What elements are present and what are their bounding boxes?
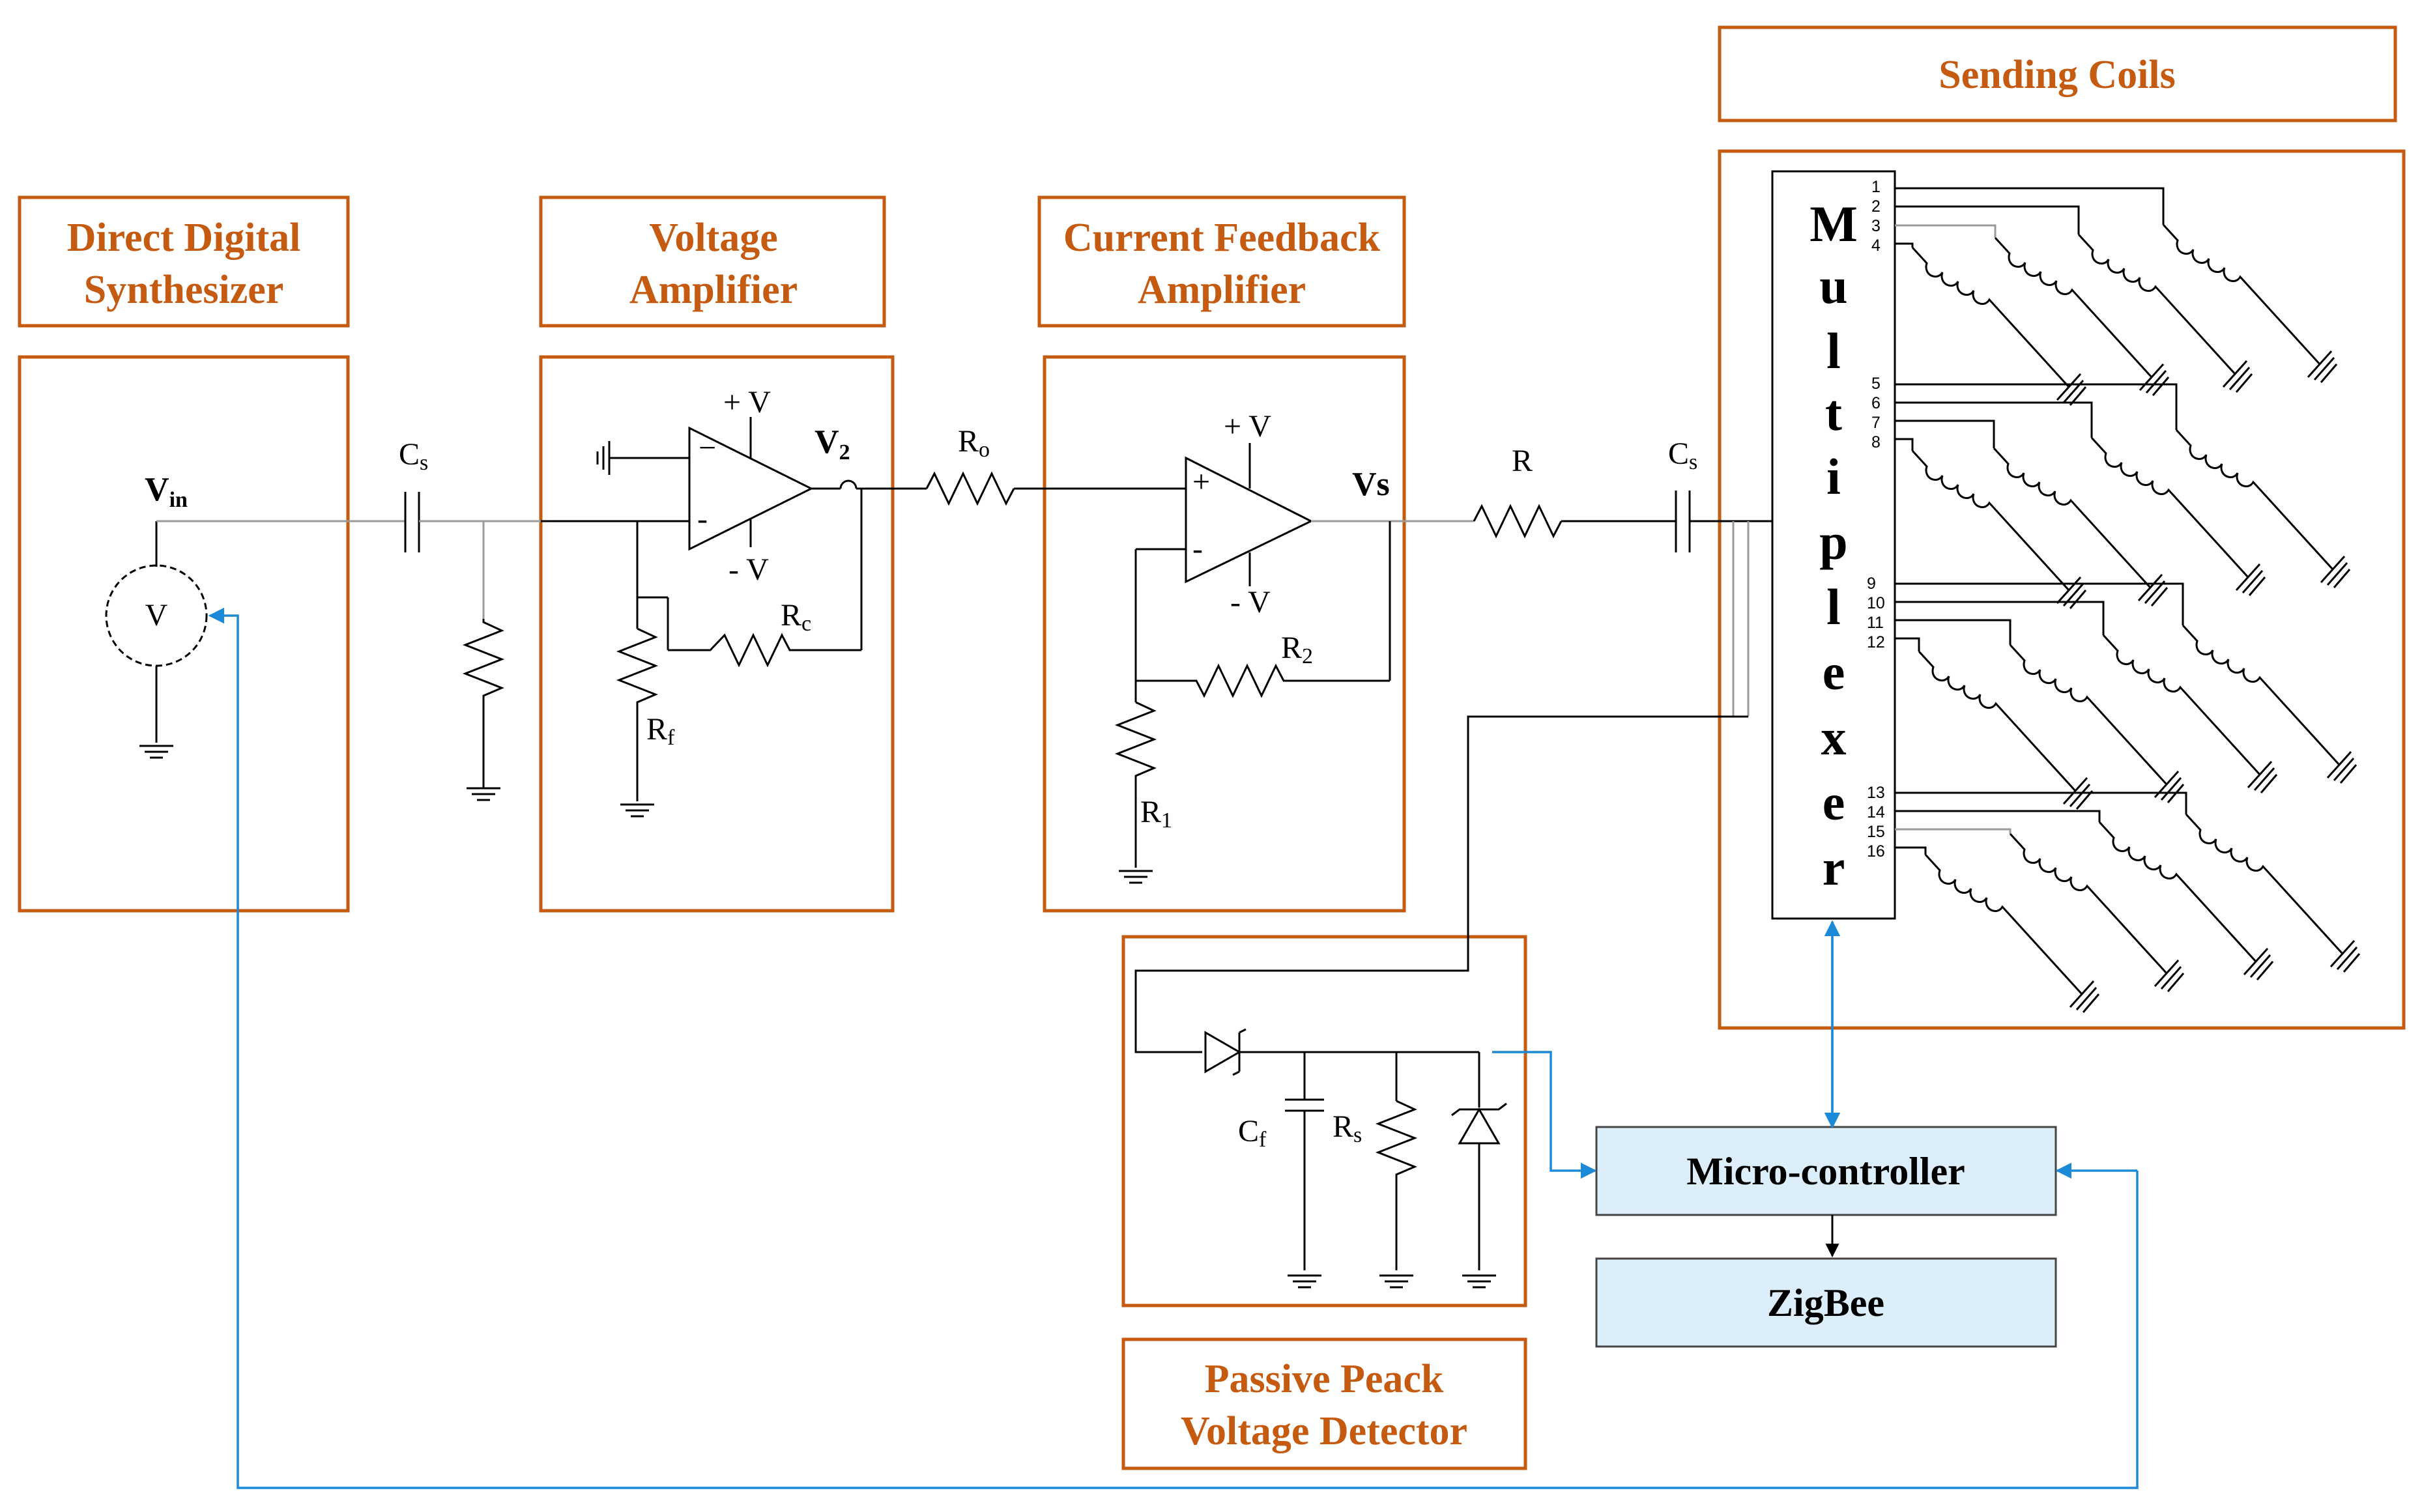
current-amp-title-line2: Amplifier xyxy=(1138,268,1306,312)
cf-label: Cf xyxy=(1238,1114,1267,1152)
vin-label: Vin xyxy=(145,471,188,512)
rs-resistor xyxy=(1375,1100,1418,1179)
peak-detector-title-line1: Passive Peack xyxy=(1205,1357,1444,1401)
svg-text:1: 1 xyxy=(1871,178,1881,196)
svg-text:e: e xyxy=(1823,644,1845,700)
svg-text:- V: - V xyxy=(1230,585,1271,620)
svg-text:r: r xyxy=(1823,839,1845,896)
voltage-amp-title-box: Voltage Amplifier xyxy=(539,195,886,328)
svg-text:9: 9 xyxy=(1867,575,1876,593)
rf-label: Rf xyxy=(646,712,675,750)
svg-text:14: 14 xyxy=(1867,803,1885,821)
vs-label: Vs xyxy=(1352,466,1390,503)
svg-text:15: 15 xyxy=(1867,823,1885,841)
cs1-label: Cs xyxy=(399,437,428,475)
svg-text:8: 8 xyxy=(1871,433,1881,451)
svg-text:p: p xyxy=(1819,513,1847,570)
ro-label: Ro xyxy=(958,424,990,462)
zener-diode xyxy=(1458,1107,1501,1145)
dds-frame xyxy=(18,355,350,913)
svg-text:11: 11 xyxy=(1867,614,1884,632)
dds-title-line2: Synthesizer xyxy=(84,268,284,312)
coil-group-4 xyxy=(1895,792,2359,1012)
r1-label: R1 xyxy=(1140,795,1172,833)
diode xyxy=(1204,1031,1242,1074)
microcontroller: Micro-controller xyxy=(1595,1126,2057,1216)
r-resistor xyxy=(1473,504,1563,539)
ro-resistor: Ro xyxy=(861,424,1186,506)
rc-label: Rc xyxy=(781,598,811,636)
r1-resistor xyxy=(1114,701,1157,782)
peak-detector-circuit: Cf Rs xyxy=(1136,1028,1507,1289)
svg-text:-: - xyxy=(697,502,708,536)
r2-label: R2 xyxy=(1281,631,1313,668)
peak-detector-title-box: Passive Peack Voltage Detector xyxy=(1121,1337,1527,1470)
svg-text:- V: - V xyxy=(728,552,769,587)
current-amp-title-box: Current Feedback Amplifier xyxy=(1037,195,1406,328)
voltage-amp-title-line1: Voltage xyxy=(649,216,777,260)
svg-text:l: l xyxy=(1826,322,1841,379)
peak-detector-frame xyxy=(1121,935,1527,1307)
control-signals xyxy=(208,607,2139,1489)
svg-text:u: u xyxy=(1819,257,1847,314)
svg-text:13: 13 xyxy=(1867,784,1885,802)
input-coupling: Cs xyxy=(365,437,541,801)
sending-coils-title: Sending Coils xyxy=(1939,53,2176,97)
input-shunt-resistor xyxy=(462,619,505,700)
microcontroller-label: Micro-controller xyxy=(1686,1150,1965,1193)
r-label: R xyxy=(1512,444,1533,478)
zigbee-label: ZigBee xyxy=(1767,1281,1884,1324)
peak-detector-title-line2: Voltage Detector xyxy=(1181,1409,1467,1453)
r2-resistor xyxy=(1136,663,1390,698)
svg-text:7: 7 xyxy=(1871,414,1881,432)
svg-text:i: i xyxy=(1826,448,1841,505)
svg-text:5: 5 xyxy=(1871,375,1881,393)
svg-text:t: t xyxy=(1825,384,1842,441)
svg-text:l: l xyxy=(1826,578,1841,635)
svg-text:+: + xyxy=(1192,464,1210,499)
svg-text:2: 2 xyxy=(1871,197,1881,216)
svg-text:10: 10 xyxy=(1867,594,1885,612)
v2-label: V2 xyxy=(815,423,850,464)
svg-text:4: 4 xyxy=(1871,236,1881,255)
current-amp-title-line1: Current Feedback xyxy=(1063,216,1381,260)
voltage-amp-title-line2: Amplifier xyxy=(629,268,798,312)
multiplexer-body xyxy=(1771,170,1896,920)
current-amp-frame xyxy=(1043,355,1406,913)
cs2-label: Cs xyxy=(1668,436,1697,474)
opamp-2 xyxy=(1185,456,1314,584)
svg-text:M: M xyxy=(1809,195,1858,252)
voltage-source-label: V xyxy=(145,598,168,633)
voltage-amp-circuit: − - + V - V V2 Rc Rf xyxy=(541,385,863,818)
coil-group-1 xyxy=(1895,187,2337,405)
dds-title-box: Direct Digital Synthesizer xyxy=(18,195,350,328)
detector-to-mcu-arrow xyxy=(1492,1051,1597,1179)
svg-text:x: x xyxy=(1821,709,1847,765)
coil-group-3 xyxy=(1895,582,2356,809)
mcu-to-dds-arrow xyxy=(208,607,2139,1489)
rf-resistor xyxy=(616,627,659,707)
svg-text:-: - xyxy=(1192,532,1203,566)
dds-title-line1: Direct Digital xyxy=(67,216,301,260)
zigbee: ZigBee xyxy=(1595,1257,2057,1348)
svg-text:3: 3 xyxy=(1871,217,1881,235)
svg-text:12: 12 xyxy=(1867,633,1885,651)
current-amp-circuit: + - + V - V Vs R2 R1 xyxy=(1114,409,1466,884)
svg-text:16: 16 xyxy=(1867,842,1885,861)
svg-text:6: 6 xyxy=(1871,394,1881,412)
svg-text:+ V: + V xyxy=(1224,409,1271,444)
voltage-amp-frame xyxy=(539,355,895,913)
rs-label: Rs xyxy=(1333,1109,1362,1147)
svg-text:e: e xyxy=(1823,774,1845,831)
sending-coils-title-box: Sending Coils xyxy=(1718,25,2397,122)
dds-circuit: Vin V xyxy=(105,471,365,759)
output-network: R Cs xyxy=(1134,436,1772,1053)
coil-group-2 xyxy=(1895,383,2350,608)
svg-text:+ V: + V xyxy=(723,385,771,420)
svg-text:−: − xyxy=(699,431,716,465)
multiplexer: M u l t i p l e x e r 1 2 3 4 5 6 7 8 9 … xyxy=(1771,170,1896,920)
sending-coils-frame xyxy=(1718,149,2406,1030)
